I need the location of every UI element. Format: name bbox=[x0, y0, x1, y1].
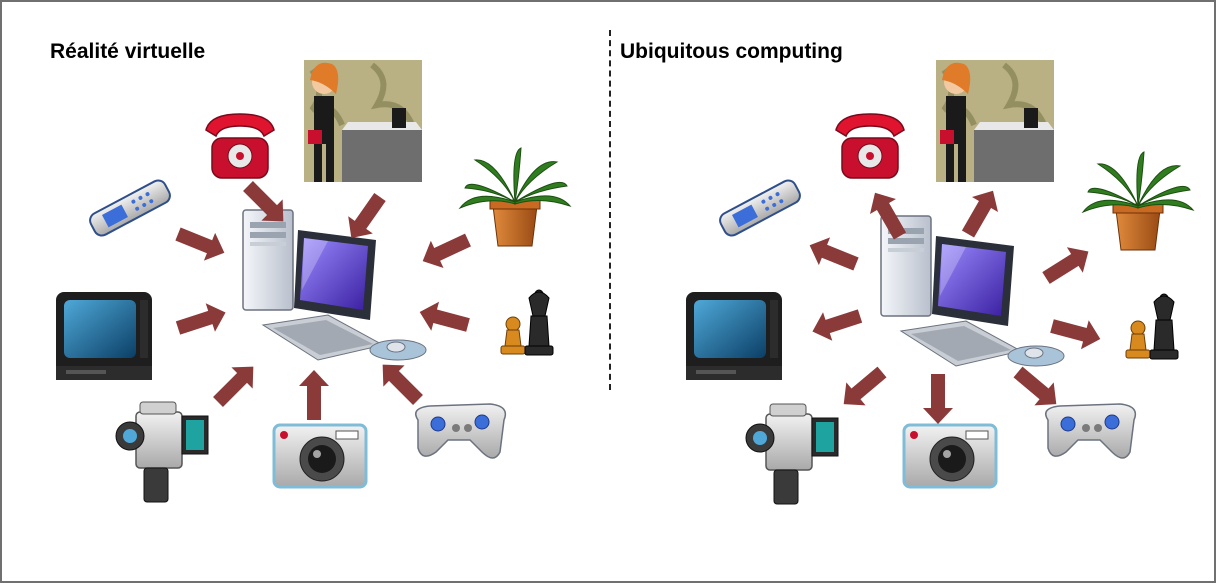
panel-divider bbox=[609, 30, 611, 390]
television-icon bbox=[686, 292, 782, 380]
arrow-gamepad-to-computer bbox=[372, 354, 429, 411]
arrow-computer-to-plant bbox=[1038, 238, 1097, 291]
camera-icon bbox=[272, 423, 368, 489]
arrow-computer-to-chess bbox=[1048, 311, 1105, 354]
arrow-computer-to-television bbox=[807, 301, 865, 346]
television-icon bbox=[56, 292, 152, 380]
mobile-phone-icon bbox=[716, 176, 804, 240]
arrow-plant-to-computer bbox=[416, 226, 475, 275]
chess-icon bbox=[500, 289, 554, 356]
right-panel bbox=[686, 60, 1194, 505]
left-panel bbox=[56, 60, 571, 503]
telephone-icon bbox=[835, 113, 905, 179]
camcorder-icon bbox=[115, 401, 209, 503]
chess-icon bbox=[1125, 293, 1179, 360]
panel-title-virtual-reality: Réalité virtuelle bbox=[50, 40, 206, 63]
arrow-television-to-computer bbox=[173, 298, 231, 343]
arrow-computer-to-camera bbox=[923, 374, 953, 424]
plant-icon bbox=[459, 147, 571, 247]
computer-icon bbox=[242, 209, 427, 361]
arrow-computer-to-camcorder bbox=[834, 360, 892, 416]
telephone-icon bbox=[205, 113, 275, 179]
arrow-computer-to-mobile bbox=[804, 231, 862, 278]
arrow-camcorder-to-computer bbox=[207, 356, 264, 413]
arrow-mobile-to-computer bbox=[172, 220, 230, 267]
gamepad-icon bbox=[1044, 403, 1137, 459]
computer-icon bbox=[880, 215, 1065, 367]
receptionist-icon bbox=[936, 60, 1054, 182]
mobile-phone-icon bbox=[86, 176, 174, 240]
plant-icon bbox=[1082, 151, 1194, 251]
camcorder-icon bbox=[745, 403, 839, 505]
arrow-computer-to-receptionist bbox=[955, 183, 1006, 242]
gamepad-icon bbox=[414, 403, 507, 459]
arrow-camera-to-computer bbox=[299, 370, 329, 420]
arrow-chess-to-computer bbox=[415, 297, 472, 340]
receptionist-icon bbox=[304, 60, 422, 182]
panel-title-ubiquitous-computing: Ubiquitous computing bbox=[620, 40, 843, 63]
camera-icon bbox=[902, 423, 998, 489]
